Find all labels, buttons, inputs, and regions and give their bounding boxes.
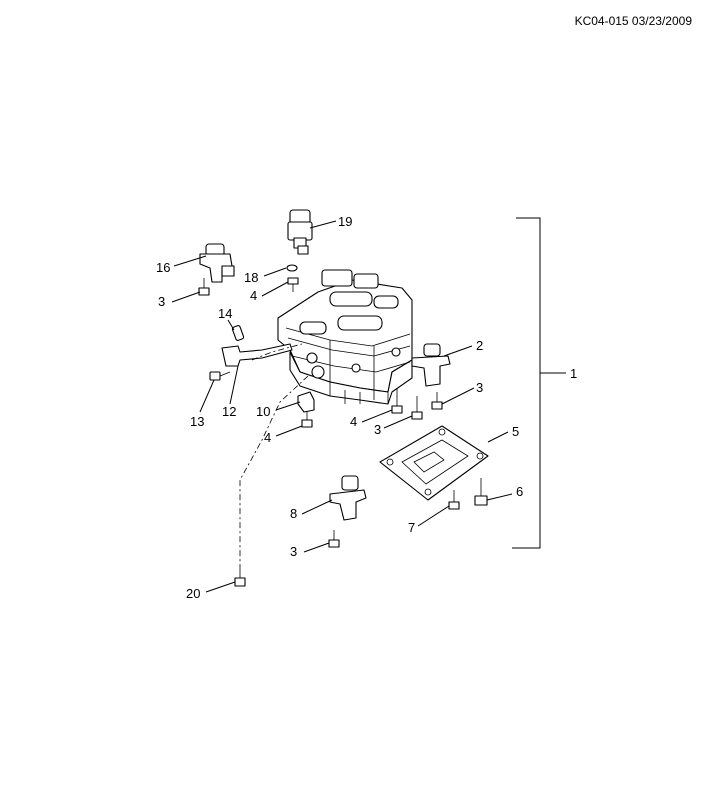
washer-18 <box>286 264 298 272</box>
callout-13: 13 <box>190 414 204 429</box>
callout-3c: 3 <box>374 422 381 437</box>
callout-16: 16 <box>156 260 170 275</box>
leader-lines <box>171 220 513 593</box>
callout-10: 10 <box>256 404 270 419</box>
callout-1: 1 <box>570 366 577 381</box>
bolt-3-right <box>431 392 443 410</box>
routing-line <box>239 375 309 570</box>
bolt-20 <box>234 570 246 587</box>
assembly-bracket <box>512 217 566 549</box>
callout-6: 6 <box>516 484 523 499</box>
callout-18: 18 <box>244 270 258 285</box>
bolt-4-top <box>287 277 299 292</box>
callout-3d: 3 <box>290 544 297 559</box>
callout-3b: 3 <box>158 294 165 309</box>
bolt-13 <box>209 371 231 381</box>
solenoid-16 <box>199 243 235 283</box>
callout-4c: 4 <box>264 430 271 445</box>
solenoid-8 <box>329 475 367 521</box>
routing-line-12 <box>251 343 303 361</box>
bolt-7 <box>448 490 460 510</box>
callout-4a: 4 <box>250 288 257 303</box>
valve-body <box>277 269 413 405</box>
drawing-reference: KC04-015 03/23/2009 <box>574 14 692 28</box>
clip-10 <box>297 391 315 413</box>
bolt-4-right <box>391 388 403 414</box>
bolt-3-bottom <box>328 530 340 548</box>
bolt-3-left <box>198 278 210 296</box>
callouts: 1 2 3 3 3 3 4 4 4 5 6 7 8 10 12 13 14 16… <box>156 214 577 601</box>
filter-plate-5 <box>379 425 489 501</box>
solenoid-2 <box>411 343 451 387</box>
callout-4b: 4 <box>350 414 357 429</box>
callout-12: 12 <box>222 404 236 419</box>
callout-19: 19 <box>338 214 352 229</box>
solenoid-19 <box>287 209 313 255</box>
callout-14: 14 <box>218 306 232 321</box>
bolt-3-center <box>411 396 423 420</box>
callout-5: 5 <box>512 424 519 439</box>
callout-2: 2 <box>476 338 483 353</box>
bolt-4-left <box>301 412 313 428</box>
callout-8: 8 <box>290 506 297 521</box>
callout-3a: 3 <box>476 380 483 395</box>
pin-14 <box>231 325 245 341</box>
callout-7: 7 <box>408 520 415 535</box>
bracket-12 <box>221 343 293 367</box>
callout-20: 20 <box>186 586 200 601</box>
bolt-6 <box>474 478 488 506</box>
